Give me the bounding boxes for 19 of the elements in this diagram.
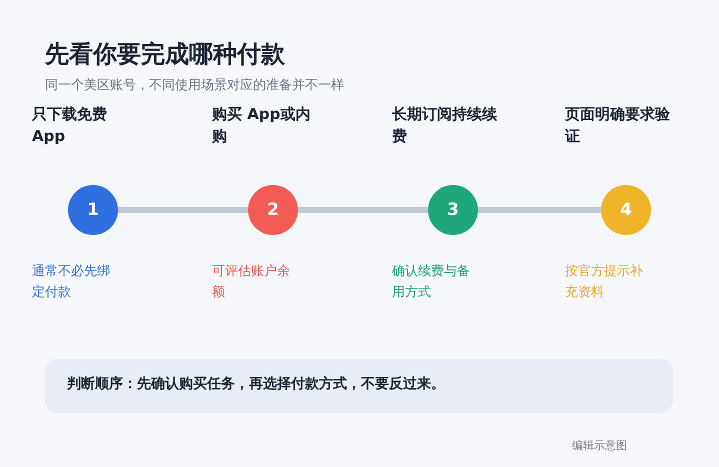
connector-line (298, 207, 428, 213)
step-heading: 只下载免费 App (32, 104, 108, 147)
connector-line (478, 207, 601, 213)
subtitle: 同一个美区账号，不同使用场景对应的准备并不一样 (45, 77, 344, 94)
step-heading: 长期订阅持续续费 (392, 104, 498, 147)
step-heading: 页面明确要求验证 (565, 104, 671, 147)
step-number: 2 (266, 199, 280, 222)
title: 先看你要完成哪种付款 (45, 39, 285, 70)
step-number: 4 (619, 199, 633, 222)
footer-note: 编辑示意图 (572, 438, 627, 453)
step-description: 确认续费与备用方式 (392, 263, 471, 302)
step-heading: 购买 App或内购 (212, 104, 312, 147)
step-description: 通常不必先绑定付款 (32, 263, 111, 302)
note-text: 判断顺序：先确认购买任务，再选择付款方式，不要反过来。 (67, 375, 445, 393)
step-number: 1 (86, 199, 100, 222)
connector-line (118, 207, 248, 213)
step-description: 按官方提示补充资料 (565, 263, 644, 302)
step-description: 可评估账户余额 (212, 263, 291, 302)
step-number: 3 (446, 199, 460, 222)
